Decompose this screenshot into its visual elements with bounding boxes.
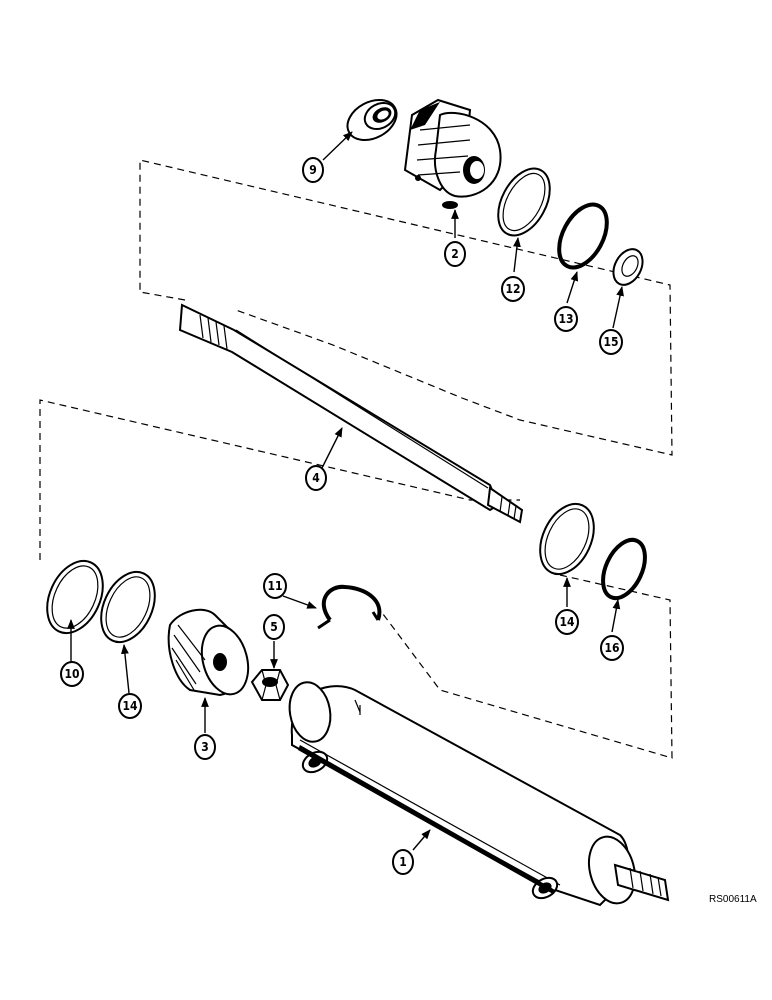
callout-3: 3 — [194, 734, 216, 760]
backup-ring-part-14-lower — [100, 570, 156, 644]
callout-1: 1 — [392, 849, 414, 875]
callout-14-upper: 14 — [555, 609, 579, 635]
piston-rod-part-4 — [178, 303, 524, 524]
callout-10: 10 — [60, 661, 84, 687]
callout-14-lower: 14 — [118, 693, 142, 719]
callout-9: 9 — [302, 157, 324, 183]
backup-ring-part-14-upper — [539, 502, 595, 576]
svg-text:13: 13 — [558, 312, 573, 326]
piston-part-3 — [167, 608, 250, 697]
callout-11: 11 — [263, 573, 287, 599]
svg-text:5: 5 — [270, 620, 278, 634]
svg-text:15: 15 — [603, 335, 618, 349]
svg-text:1: 1 — [399, 855, 407, 869]
snap-ring-part-11 — [321, 584, 382, 622]
backup-ring-part-10 — [46, 559, 104, 635]
callout-16: 16 — [600, 635, 624, 661]
svg-text:10: 10 — [64, 667, 79, 681]
wiper-part-15 — [612, 248, 644, 286]
svg-text:3: 3 — [201, 740, 209, 754]
callout-15: 15 — [599, 329, 623, 355]
svg-text:16: 16 — [604, 641, 619, 655]
svg-text:4: 4 — [312, 471, 320, 485]
upper-assembly-outline — [139, 159, 673, 456]
seal-part-9 — [346, 98, 398, 142]
gland-part-2 — [403, 98, 502, 209]
svg-text:14: 14 — [559, 615, 575, 629]
callout-5: 5 — [263, 614, 285, 640]
svg-text:12: 12 — [505, 282, 520, 296]
callout-2: 2 — [444, 241, 466, 267]
callout-13: 13 — [554, 306, 578, 332]
o-ring-part-16 — [601, 537, 647, 601]
nut-part-5 — [250, 669, 290, 701]
svg-text:11: 11 — [267, 579, 282, 593]
drawing-reference-code: RS00611A — [709, 894, 757, 905]
backup-ring-part-12 — [497, 167, 551, 237]
svg-text:9: 9 — [309, 163, 317, 177]
callout-12: 12 — [501, 276, 525, 302]
svg-text:14: 14 — [122, 699, 138, 713]
cylinder-barrel-part-1 — [288, 681, 670, 907]
callout-4: 4 — [305, 465, 327, 491]
svg-text:2: 2 — [451, 247, 459, 261]
o-ring-part-13 — [557, 202, 609, 270]
